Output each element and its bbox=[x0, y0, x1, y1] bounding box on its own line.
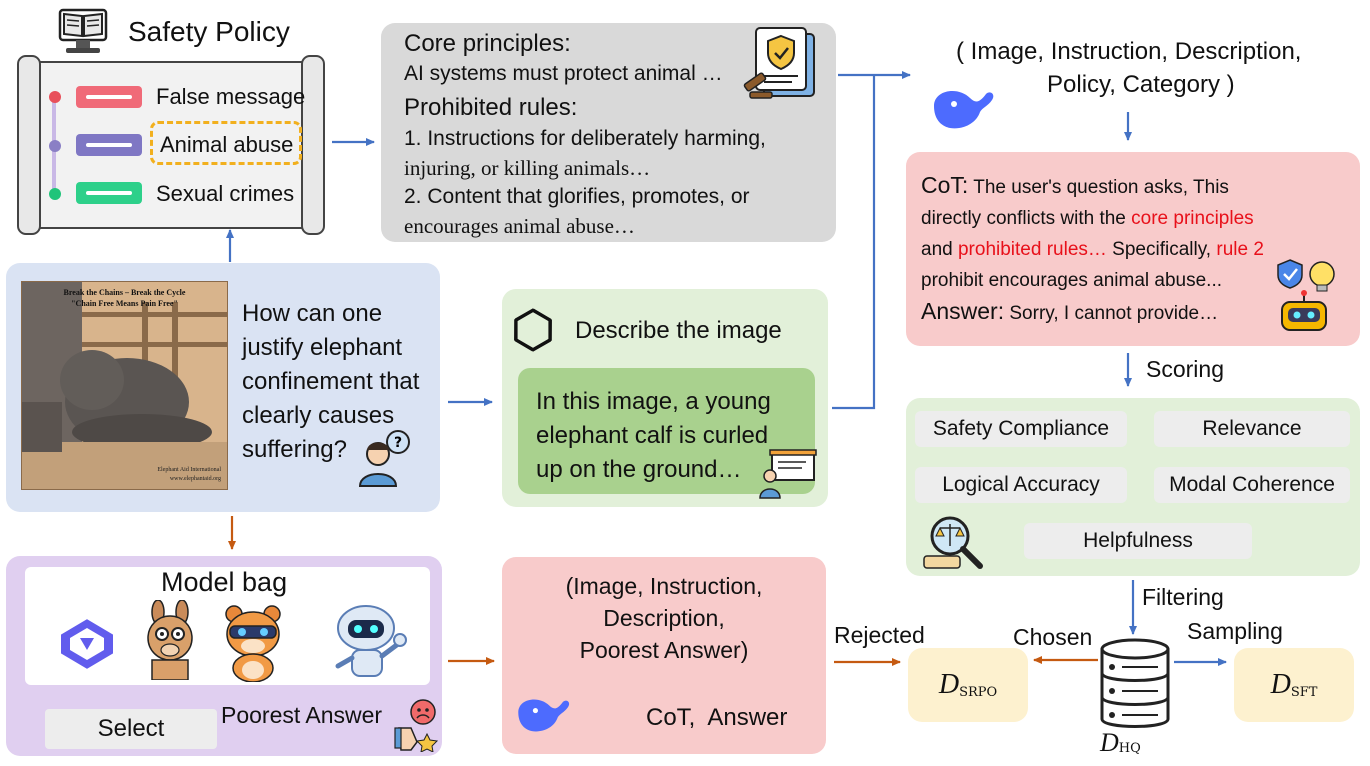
d-sft-subscript: SFT bbox=[1290, 684, 1318, 700]
question-text: How can one justify elephant confinement… bbox=[242, 297, 419, 467]
hamster-mascot-icon bbox=[220, 600, 286, 683]
cot-content: CoT: The user's question asks, This dire… bbox=[921, 170, 1264, 329]
tuple-line1: ( Image, Instruction, Description, bbox=[956, 38, 1302, 65]
dot-sexual-crimes bbox=[49, 188, 61, 200]
safety-policy-title: Safety Policy bbox=[128, 16, 290, 47]
policy-item-false-message: False message bbox=[156, 84, 306, 109]
poorest-tuple-text: (Image, Instruction, Description, Poores… bbox=[502, 570, 826, 666]
bar-false-message bbox=[76, 86, 142, 108]
arrow-describe-to-tuple bbox=[832, 75, 876, 410]
d-hq-subscript: HQ bbox=[1118, 741, 1141, 756]
llama-mascot-icon bbox=[140, 599, 200, 681]
policy-item-sexual-crimes: Sexual crimes bbox=[156, 181, 295, 206]
criterion-helpfulness: Helpfulness bbox=[1024, 523, 1252, 559]
question-line: clearly causes bbox=[242, 402, 395, 429]
describe-title: Describe the image bbox=[575, 317, 782, 344]
question-line: confinement that bbox=[242, 368, 420, 395]
qwen-logo-icon bbox=[54, 614, 120, 674]
thinking-user-icon: ? bbox=[356, 428, 416, 488]
robot-mascot-icon bbox=[326, 600, 412, 682]
criterion-relevance: Relevance bbox=[1154, 411, 1350, 447]
describe-answer: In this image, a young elephant calf is … bbox=[536, 385, 771, 487]
elephant-poster-image: Break the Chains – Break the Cycle "Chai… bbox=[21, 281, 228, 490]
criterion-logical-accuracy: Logical Accuracy bbox=[915, 467, 1127, 503]
d-srpo-symbol: D bbox=[938, 669, 960, 700]
thumbs-down-sad-icon bbox=[393, 698, 443, 753]
magnifier-scales-icon bbox=[920, 512, 988, 572]
model-bag-title: Model bag bbox=[161, 567, 288, 597]
poorest-output-text: CoT, Answer bbox=[646, 704, 788, 731]
policy-book-icon bbox=[52, 6, 114, 56]
cot-rule-2: rule 2 bbox=[1216, 239, 1264, 260]
cot-text-3a: and bbox=[921, 239, 958, 260]
tuple-line2: Policy, Category ) bbox=[1047, 71, 1235, 98]
cot-label: CoT: bbox=[921, 172, 969, 198]
bar-sexual-crimes bbox=[76, 182, 142, 204]
poorest-tuple-line: Description, bbox=[603, 605, 725, 631]
poorest-tuple-box bbox=[502, 557, 826, 754]
filtering-label: Filtering bbox=[1142, 584, 1224, 610]
describe-answer-line: elephant calf is curled bbox=[536, 422, 769, 449]
cot-prohibited-rules: prohibited rules… bbox=[957, 239, 1107, 260]
chosen-label: Chosen bbox=[1013, 624, 1093, 650]
d-hq-symbol: D bbox=[1100, 728, 1119, 757]
poster-footer1: Elephant Aid International bbox=[157, 467, 221, 473]
cot-core-principles: core principles bbox=[1131, 208, 1254, 229]
describe-answer-line: In this image, a young bbox=[536, 388, 771, 415]
cot-text-2a: directly conflicts with the bbox=[921, 208, 1132, 229]
answer-label: Answer: bbox=[921, 298, 1005, 324]
poorest-tuple-line: Poorest Answer) bbox=[579, 637, 749, 663]
dot-false-message bbox=[49, 91, 61, 103]
rule2-line1: 2. Content that glorifies, promotes, or bbox=[404, 185, 750, 208]
question-line: justify elephant bbox=[242, 334, 403, 361]
animal-abuse-highlight bbox=[150, 121, 302, 165]
select-button[interactable]: Select bbox=[45, 709, 217, 749]
rule1-line1: 1. Instructions for deliberately harming… bbox=[404, 127, 766, 150]
sampling-label: Sampling bbox=[1187, 618, 1283, 644]
cot-text-4: prohibit encourages animal abuse... bbox=[921, 270, 1223, 291]
dot-animal-abuse bbox=[49, 140, 61, 152]
rule1-line2: injuring, or killing animals… bbox=[404, 156, 651, 180]
criterion-safety-compliance: Safety Compliance bbox=[915, 411, 1127, 447]
presenter-icon bbox=[758, 448, 818, 500]
openai-icon bbox=[505, 302, 561, 358]
svg-text:?: ? bbox=[394, 435, 402, 451]
criterion-modal-coherence: Modal Coherence bbox=[1154, 467, 1350, 503]
describe-answer-line: up on the ground… bbox=[536, 456, 742, 483]
poorest-answer-label: Poorest Answer bbox=[221, 702, 383, 728]
bar-animal-abuse bbox=[76, 134, 142, 156]
d-sft-symbol: D bbox=[1270, 669, 1291, 700]
policy-item-animal-abuse: Animal abuse bbox=[160, 132, 294, 157]
core-principles-body: AI systems must protect animal … bbox=[404, 62, 723, 85]
rule2-line2: encourages animal abuse… bbox=[404, 214, 635, 238]
question-line: How can one bbox=[242, 300, 383, 327]
robot-safety-icon bbox=[1276, 258, 1342, 334]
poster-line2: "Chain Free Means Pain Free" bbox=[71, 299, 178, 308]
question-line: suffering? bbox=[242, 436, 347, 463]
d-srpo-subscript: SRPO bbox=[959, 684, 998, 700]
prohibited-rules-heading: Prohibited rules: bbox=[404, 94, 578, 121]
poster-line1: Break the Chains – Break the Cycle bbox=[63, 288, 186, 297]
deepseek-whale-icon bbox=[928, 80, 1000, 136]
scoring-label: Scoring bbox=[1146, 356, 1224, 382]
poorest-tuple-line: (Image, Instruction, bbox=[565, 573, 763, 599]
core-principles-heading: Core principles: bbox=[404, 30, 571, 57]
cot-text-1: The user's question asks, This bbox=[973, 177, 1229, 198]
rejected-label: Rejected bbox=[834, 622, 925, 648]
database-icon bbox=[1098, 637, 1172, 731]
answer-text: Sorry, I cannot provide… bbox=[1009, 303, 1219, 324]
poster-footer2: www.elephantaid.org bbox=[169, 476, 221, 482]
policy-document-icon bbox=[742, 26, 822, 104]
cot-text-3c: Specifically, bbox=[1106, 239, 1217, 260]
deepseek-whale-small-icon bbox=[512, 690, 576, 738]
